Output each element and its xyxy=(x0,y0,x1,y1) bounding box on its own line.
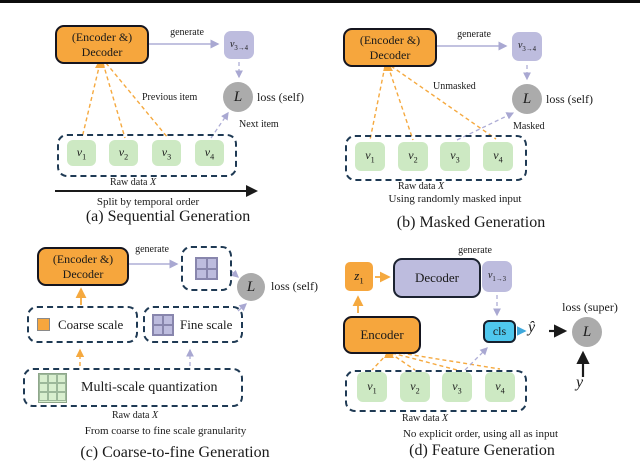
c-caption: (c) Coarse-to-fine Generation xyxy=(80,444,270,461)
b-model-line1: (Encoder &) xyxy=(359,32,421,47)
d-output-token: v1→3 xyxy=(482,261,512,292)
c-model-box: (Encoder &) Decoder xyxy=(37,247,129,286)
c-raw-data-label: Raw data X xyxy=(111,410,159,421)
a-token-v3: v3 xyxy=(152,140,181,166)
c-coarse-scale-box: Coarse scale xyxy=(27,306,138,343)
c-generate-label: generate xyxy=(135,244,169,255)
c-loss-node: L xyxy=(237,273,265,301)
b-token-v4: v4 xyxy=(483,142,513,171)
b-output-token: v3→4 xyxy=(512,32,542,61)
b-unmasked-label: Unmasked xyxy=(433,81,476,92)
a-caption: (a) Sequential Generation xyxy=(85,208,251,225)
fine-grid-icon xyxy=(195,257,218,280)
multiscale-grid-icon xyxy=(38,372,67,403)
d-token-v4: v4 xyxy=(485,372,515,402)
a-raw-data-container xyxy=(57,134,237,177)
a-output-sub: 3→4 xyxy=(234,44,249,52)
d-raw-data-label: Raw data X xyxy=(401,413,449,424)
a-token-v1: v1 xyxy=(67,140,96,166)
d-loss-node: L xyxy=(572,317,602,347)
d-raw-data-container xyxy=(345,370,527,412)
b-generate-label: generate xyxy=(457,29,491,40)
a-token-v2: v2 xyxy=(109,140,138,166)
c-multiscale-box: Multi-scale quantization xyxy=(23,368,243,407)
d-decoder-box: Decoder xyxy=(393,258,481,298)
a-previous-item-label: Previous item xyxy=(142,92,198,103)
a-model-line2: Decoder xyxy=(81,44,123,59)
d-latent-token: z1 xyxy=(345,262,373,291)
c-note: From coarse to fine scale granularity xyxy=(84,425,247,437)
b-raw-data-container xyxy=(345,135,527,181)
c-model-line2: Decoder xyxy=(62,266,104,281)
b-token-v3: v3 xyxy=(440,142,470,171)
a-loss-node: L xyxy=(223,82,253,112)
d-token-v3: v3 xyxy=(442,372,472,402)
b-loss-label: loss (self) xyxy=(546,92,593,106)
c-generated-grid-box xyxy=(181,246,232,291)
a-raw-data-label: Raw data X xyxy=(109,177,157,188)
d-target-symbol: y xyxy=(576,374,584,391)
a-axis-label: Split by temporal order xyxy=(96,196,200,208)
coarse-token-icon xyxy=(37,318,50,331)
c-fine-label: Fine scale xyxy=(180,316,233,332)
b-masked-label: Masked xyxy=(513,121,545,132)
b-model-box: (Encoder &) Decoder xyxy=(343,28,437,67)
a-token-v4: v4 xyxy=(195,140,224,166)
a-generate-label: generate xyxy=(170,27,204,38)
d-generate-label: generate xyxy=(458,245,492,256)
b-loss-node: L xyxy=(512,84,542,114)
c-model-line1: (Encoder &) xyxy=(52,251,114,266)
a-output-base: v xyxy=(229,38,235,50)
b-caption: (b) Masked Generation xyxy=(396,214,546,231)
c-loss-label: loss (self) xyxy=(271,279,318,293)
a-model-line1: (Encoder &) xyxy=(71,29,133,44)
b-model-line2: Decoder xyxy=(369,47,411,62)
d-loss-label: loss (super) xyxy=(562,300,618,314)
b-token-v2: v2 xyxy=(398,142,428,171)
page-top-rule xyxy=(0,0,640,3)
d-encoder-box: Encoder xyxy=(343,316,421,354)
d-prediction-symbol: ŷ xyxy=(528,319,536,336)
d-note: No explicit order, using all as input xyxy=(402,428,559,440)
a-model-box: (Encoder &) Decoder xyxy=(55,25,149,64)
a-loss-label: loss (self) xyxy=(257,90,304,104)
d-caption: (d) Feature Generation xyxy=(409,442,555,459)
d-cls-head: cls xyxy=(483,320,516,343)
c-coarse-label: Coarse scale xyxy=(58,316,124,332)
a-output-token: v3→4 xyxy=(224,31,254,59)
b-raw-data-label: Raw data X xyxy=(397,181,445,192)
b-token-v1: v1 xyxy=(355,142,385,171)
c-fine-scale-box: Fine scale xyxy=(143,306,243,343)
fine-grid-icon xyxy=(152,313,174,336)
d-token-v2: v2 xyxy=(400,372,430,402)
d-token-v1: v1 xyxy=(357,372,387,402)
b-note: Using randomly masked input xyxy=(388,193,522,205)
a-next-item-label: Next item xyxy=(239,119,279,130)
c-multiscale-label: Multi-scale quantization xyxy=(81,379,218,395)
